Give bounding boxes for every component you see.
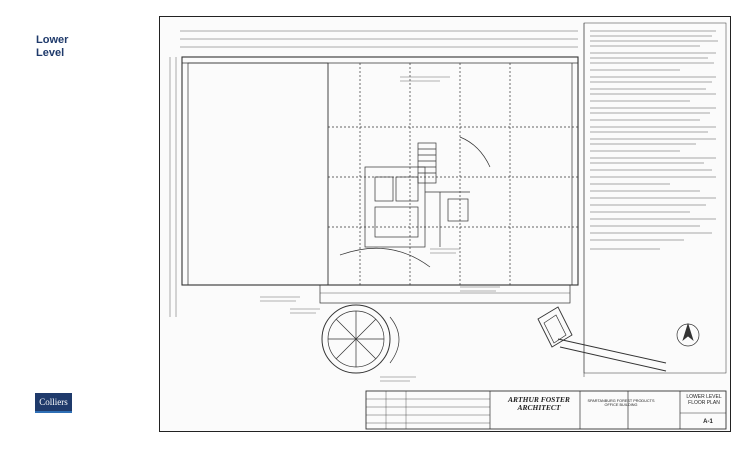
project-name: SPARTANBURG FOREST PRODUCTS OFFICE BUILD… <box>587 399 655 408</box>
sheet-title: LOWER LEVEL FLOOR PLAN <box>686 394 722 406</box>
page-title: Lower Level <box>36 34 69 59</box>
architect-name: ARTHUR FOSTER ARCHITECT <box>508 395 570 412</box>
floor-plan-sheet: ARTHUR FOSTER ARCHITECT SPARTANBURG FORE… <box>159 16 731 432</box>
floor-plan-drawing <box>169 22 727 430</box>
colliers-logo: Colliers <box>35 393 72 413</box>
sheet-number: A-1 <box>703 419 713 425</box>
